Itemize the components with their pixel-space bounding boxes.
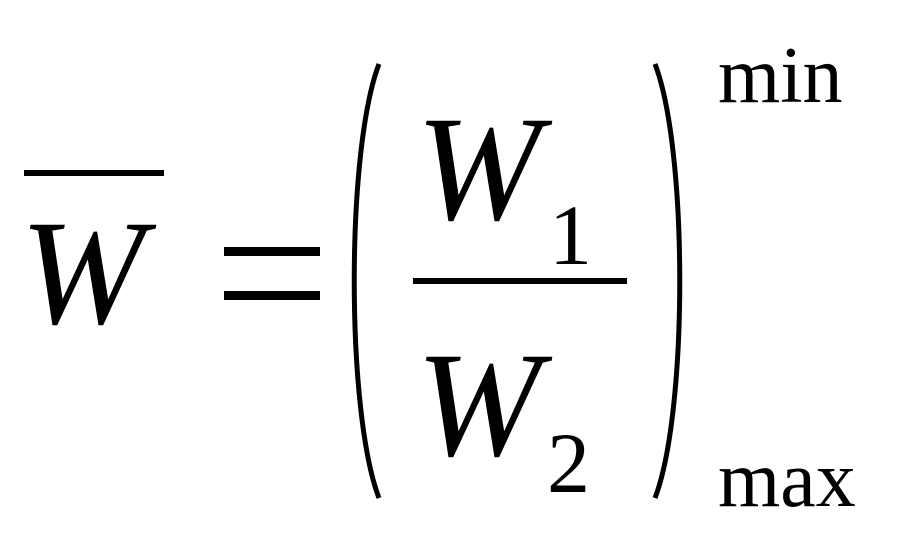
fraction-line [413, 278, 627, 284]
overline [24, 170, 164, 176]
right-parenthesis [652, 63, 683, 499]
equals-sign-top-bar [224, 247, 320, 256]
numerator-subscript: 1 [549, 187, 592, 283]
subscript-max: max [718, 436, 856, 524]
superscript-min: min [718, 32, 843, 120]
denominator-symbol: W [416, 322, 541, 488]
denominator-subscript: 2 [547, 415, 590, 511]
lhs-symbol: W [20, 190, 145, 356]
left-parenthesis [351, 63, 382, 499]
numerator-symbol: W [416, 86, 541, 252]
equals-sign-bottom-bar [224, 291, 320, 300]
